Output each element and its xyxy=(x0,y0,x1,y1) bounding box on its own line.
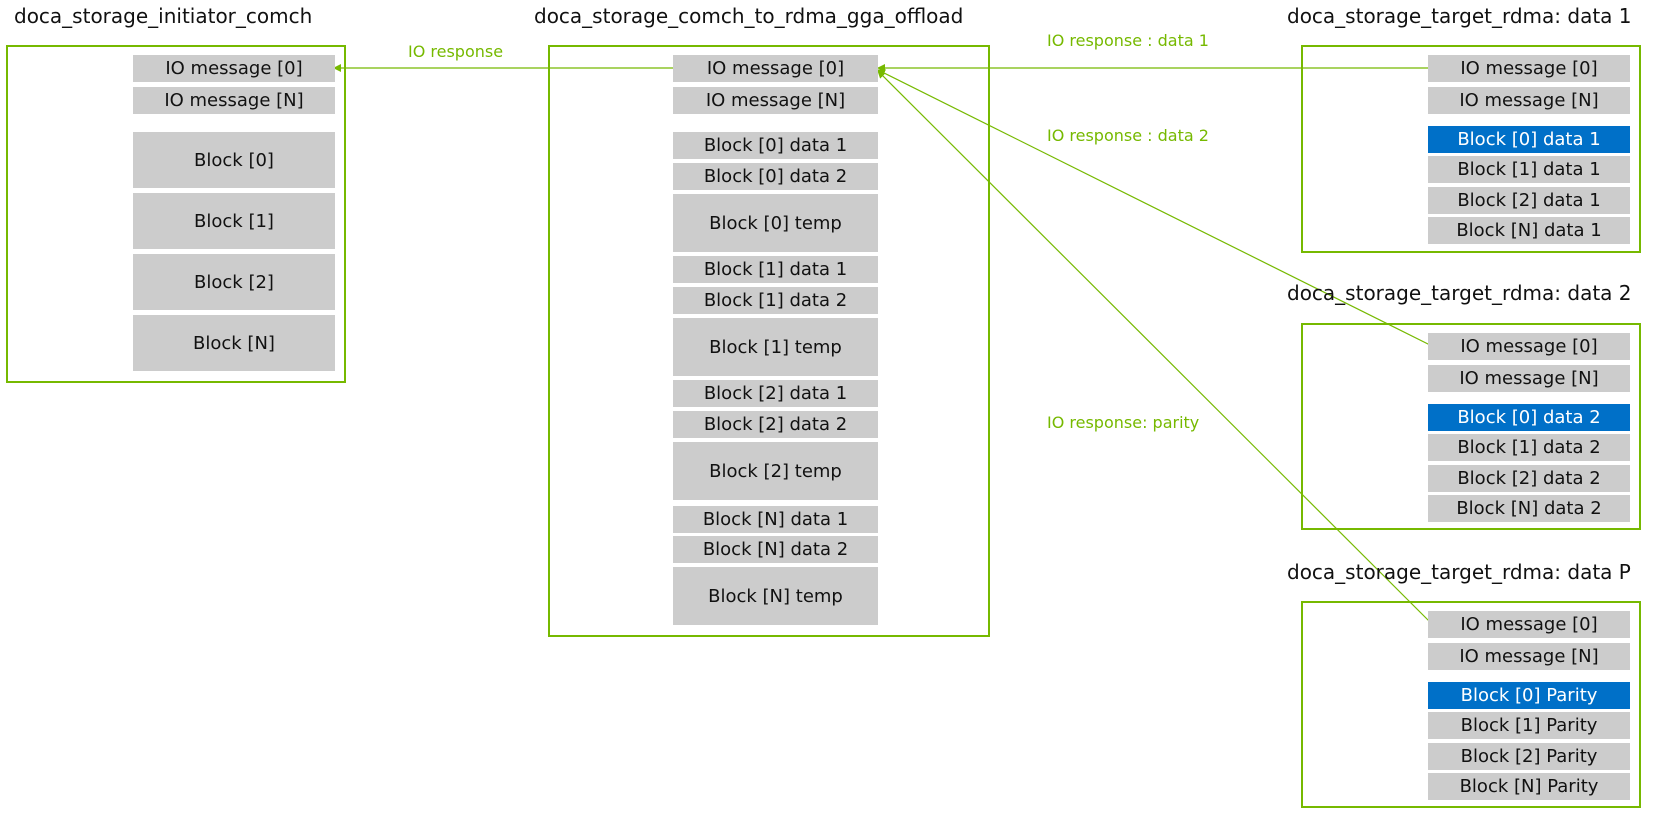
label-io-response-data2: IO response : data 2 xyxy=(1047,126,1209,145)
target-parity-io-message-n: IO message [N] xyxy=(1428,643,1630,670)
offload-block-1-data-1: Block [1] data 1 xyxy=(673,256,878,283)
target-data2-title: doca_storage_target_rdma: data 2 xyxy=(1287,281,1632,305)
offload-block-0-data-1: Block [0] data 1 xyxy=(673,132,878,159)
label-io-response-parity: IO response: parity xyxy=(1047,413,1200,432)
arrow-io-response-data2 xyxy=(877,69,1433,347)
initiator-block-n: Block [N] xyxy=(133,315,335,371)
target-data2-block-1: Block [1] data 2 xyxy=(1428,434,1630,461)
initiator-io-message-n: IO message [N] xyxy=(133,87,335,114)
offload-block-2-data-2: Block [2] data 2 xyxy=(673,411,878,438)
offload-box: IO message [0] IO message [N] Block [0] … xyxy=(548,45,990,637)
offload-block-0-data-2: Block [0] data 2 xyxy=(673,163,878,190)
target-data1-box: IO message [0] IO message [N] Block [0] … xyxy=(1301,45,1641,253)
label-io-response: IO response xyxy=(408,42,504,61)
target-data2-block-2: Block [2] data 2 xyxy=(1428,465,1630,492)
target-data2-block-n: Block [N] data 2 xyxy=(1428,495,1630,522)
target-data2-io-message-0: IO message [0] xyxy=(1428,333,1630,360)
target-parity-block-n: Block [N] Parity xyxy=(1428,773,1630,800)
target-data1-block-2: Block [2] data 1 xyxy=(1428,187,1630,214)
target-data1-io-message-n: IO message [N] xyxy=(1428,87,1630,114)
arrow-io-response-parity xyxy=(877,70,1433,625)
target-data2-box: IO message [0] IO message [N] Block [0] … xyxy=(1301,323,1641,530)
offload-block-n-temp: Block [N] temp xyxy=(673,567,878,625)
initiator-block-1: Block [1] xyxy=(133,193,335,249)
initiator-block-2: Block [2] xyxy=(133,254,335,310)
offload-block-n-data-2: Block [N] data 2 xyxy=(673,536,878,563)
offload-block-0-temp: Block [0] temp xyxy=(673,194,878,252)
target-parity-block-0: Block [0] Parity xyxy=(1428,682,1630,709)
target-data1-block-n: Block [N] data 1 xyxy=(1428,217,1630,244)
target-parity-box: IO message [0] IO message [N] Block [0] … xyxy=(1301,601,1641,808)
offload-io-message-n: IO message [N] xyxy=(673,87,878,114)
target-data1-title: doca_storage_target_rdma: data 1 xyxy=(1287,4,1632,28)
initiator-block-0: Block [0] xyxy=(133,132,335,188)
target-parity-block-2: Block [2] Parity xyxy=(1428,743,1630,770)
target-data1-block-1: Block [1] data 1 xyxy=(1428,156,1630,183)
offload-block-1-temp: Block [1] temp xyxy=(673,318,878,376)
label-io-response-data1: IO response : data 1 xyxy=(1047,31,1209,50)
target-parity-block-1: Block [1] Parity xyxy=(1428,712,1630,739)
target-data2-block-0: Block [0] data 2 xyxy=(1428,404,1630,431)
initiator-io-message-0: IO message [0] xyxy=(133,55,335,82)
target-parity-title: doca_storage_target_rdma: data P xyxy=(1287,560,1631,584)
offload-block-1-data-2: Block [1] data 2 xyxy=(673,287,878,314)
offload-block-n-data-1: Block [N] data 1 xyxy=(673,506,878,533)
offload-io-message-0: IO message [0] xyxy=(673,55,878,82)
offload-title: doca_storage_comch_to_rdma_gga_offload xyxy=(534,4,964,28)
offload-block-2-temp: Block [2] temp xyxy=(673,442,878,500)
target-data1-io-message-0: IO message [0] xyxy=(1428,55,1630,82)
initiator-box: IO message [0] IO message [N] Block [0] … xyxy=(6,45,346,383)
offload-block-2-data-1: Block [2] data 1 xyxy=(673,380,878,407)
target-parity-io-message-0: IO message [0] xyxy=(1428,611,1630,638)
initiator-title: doca_storage_initiator_comch xyxy=(14,4,313,28)
target-data1-block-0: Block [0] data 1 xyxy=(1428,126,1630,153)
target-data2-io-message-n: IO message [N] xyxy=(1428,365,1630,392)
